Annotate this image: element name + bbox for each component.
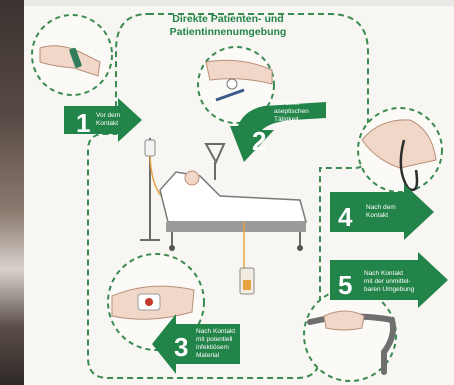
step-5-number: 5 [338, 270, 352, 300]
step-2-label-line3: Tätigkeit [274, 116, 299, 123]
step-5-arrow: 5 Nach Kontakt mit der unmittel- baren U… [330, 252, 448, 308]
step-4-number: 4 [338, 202, 353, 232]
diagram-title-line2: Patientinnenumgebung [170, 26, 287, 38]
step-4-label-line1: Nach dem [366, 204, 396, 211]
step-1-label-line1: Vor dem [96, 112, 120, 119]
step-2-number: 2 [252, 126, 266, 156]
step-1-number: 1 [76, 108, 90, 138]
step-3-label-line2: mit potentiell [196, 336, 233, 343]
hand-wrist-band-icon [32, 15, 112, 95]
step-5-label-line3: baren Umgebung [364, 286, 415, 293]
step-3-label-line1: Nach Kontakt [196, 328, 235, 335]
step-1-arrow: 1 Vor dem Kontakt [64, 98, 142, 142]
diagram-title-line1: Direkte Patienten- und [172, 13, 283, 25]
stethoscope-shoulder-icon [358, 108, 442, 192]
hand-on-bedrail-icon [304, 289, 396, 381]
step-5-label-line2: mit der unmittel- [364, 278, 411, 285]
step-3-label-line4: Material [196, 352, 220, 359]
step-4-arrow: 4 Nach dem Kontakt [330, 184, 434, 240]
step-2-label-line2: aseptischen [274, 108, 309, 115]
step-3-number: 3 [174, 332, 188, 362]
step-2-label-line1: Vor einer [274, 100, 301, 107]
step-4-label-line2: Kontakt [366, 212, 388, 219]
step-3-label-line3: infektiösem [196, 344, 229, 351]
step-1-label-line2: Kontakt [96, 120, 118, 127]
step-5-label-line1: Nach Kontakt [364, 270, 403, 277]
